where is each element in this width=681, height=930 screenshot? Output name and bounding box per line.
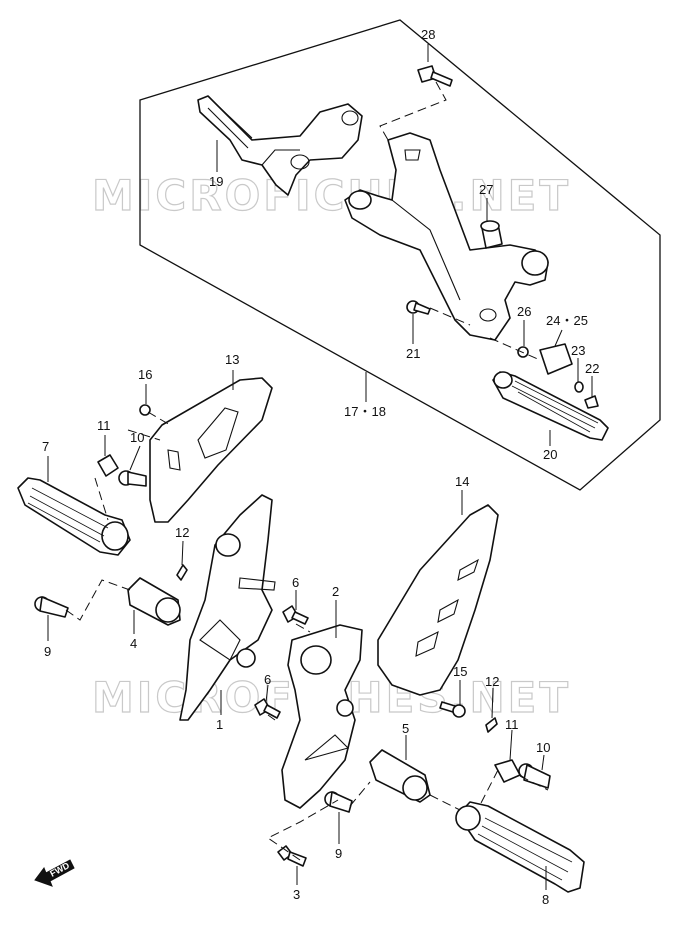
callout-23: 23: [571, 343, 585, 358]
assembly-lines: [65, 81, 549, 861]
callout-11-right: 11: [505, 717, 519, 732]
part-kit-bracket: [344, 132, 549, 341]
part-9-pin-left: [34, 596, 69, 618]
part-19-rear-bracket: [197, 95, 363, 196]
part-14-heel-plate: [377, 504, 499, 696]
part-6-bolt-lower: [254, 698, 281, 719]
callout-26: 26: [517, 304, 531, 319]
part-11-spring-right: [494, 759, 521, 783]
part-10-pin-left: [118, 470, 147, 487]
callout-13: 13: [225, 352, 239, 367]
callout-6-lower: 6: [264, 672, 271, 687]
part-28-bolt: [417, 65, 453, 87]
callout-labels: 28 19 27 21 26 24・25 23 22 20 17・18 16 1…: [42, 27, 599, 907]
callout-24-25: 24・25: [546, 313, 588, 328]
watermark-top: MICROFICHES.NET: [92, 171, 571, 220]
callout-10-right: 10: [536, 740, 550, 755]
callout-10-left: 10: [130, 430, 144, 445]
callout-20: 20: [543, 447, 557, 462]
callout-3: 3: [293, 887, 300, 902]
callout-11-left: 11: [97, 418, 111, 433]
callout-19: 19: [209, 174, 223, 189]
fwd-arrow-icon: FWD: [34, 859, 75, 887]
part-24-25-plate: [539, 343, 573, 375]
part-15-bolt: [439, 701, 466, 718]
part-16-washer: [139, 404, 151, 416]
callout-7: 7: [42, 439, 49, 454]
callout-1: 1: [216, 717, 223, 732]
callout-22: 22: [585, 361, 599, 376]
kit-box: [139, 19, 661, 491]
part-8-footpeg-right: [455, 801, 585, 893]
part-1-main-bracket: [179, 494, 276, 721]
part-20-rear-footpeg: [492, 371, 609, 441]
callout-2: 2: [332, 584, 339, 599]
part-21-pin: [406, 300, 431, 315]
part-2-right-bracket: [281, 624, 363, 809]
part-23-washer: [574, 381, 584, 393]
callout-9-left: 9: [44, 644, 51, 659]
part-11-spring-left: [97, 454, 119, 477]
callout-6-upper: 6: [292, 575, 299, 590]
callout-8: 8: [542, 892, 549, 907]
part-12-cotter-left: [176, 564, 188, 581]
callout-9-right: 9: [335, 846, 342, 861]
part-6-bolt-upper: [282, 605, 309, 625]
callout-15: 15: [453, 664, 467, 679]
callout-21: 21: [406, 346, 420, 361]
part-13-heel-plate: [149, 377, 273, 523]
callout-14: 14: [455, 474, 469, 489]
part-5-pivot: [369, 749, 431, 803]
part-10-pin-right: [518, 763, 551, 789]
callout-27: 27: [479, 182, 493, 197]
part-3-bolt: [277, 845, 307, 867]
callout-28: 28: [421, 27, 435, 42]
callout-12-left: 12: [175, 525, 189, 540]
part-27-bushing: [480, 220, 503, 249]
callout-4: 4: [130, 636, 137, 651]
part-9-pin-right: [324, 791, 353, 813]
callout-17-18: 17・18: [344, 404, 386, 419]
callout-16: 16: [138, 367, 152, 382]
leader-lines: [47, 44, 593, 890]
callout-12-right: 12: [485, 674, 499, 689]
part-7-footpeg-left: [17, 477, 131, 556]
callout-5: 5: [402, 721, 409, 736]
part-12-cotter-right: [485, 717, 498, 733]
part-4-pivot: [127, 577, 181, 626]
